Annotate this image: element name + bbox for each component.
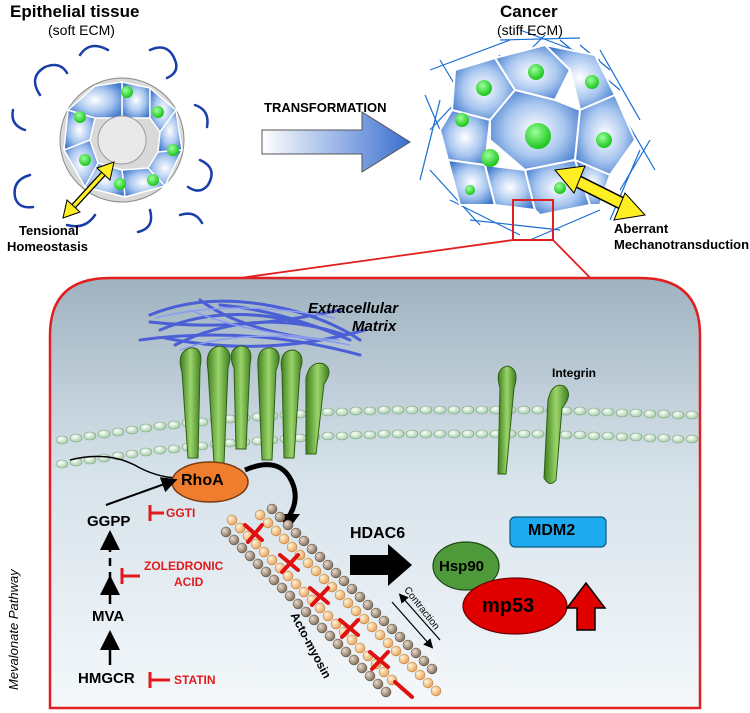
- mva-label: MVA: [92, 608, 125, 625]
- mp53-label: mp53: [482, 595, 535, 617]
- ecm-label-2: Matrix: [352, 318, 397, 335]
- hdac6-label: HDAC6: [350, 525, 406, 542]
- inhibitor-bars: [120, 505, 170, 688]
- cancer-subtitle: (stiff ECM): [497, 22, 563, 38]
- rhoa-curved-arrow: [244, 462, 298, 520]
- epithelial-nuclei: [74, 86, 179, 190]
- zoledronic-label-2: ACID: [174, 575, 204, 589]
- mdm2-box: [509, 516, 607, 548]
- zoom-line-left: [239, 239, 514, 279]
- zoom-panel: [48, 276, 702, 710]
- aberrant-label-2: Mechanotransduction: [614, 237, 750, 252]
- zoledronic-label-1: ZOLEDRONIC: [144, 559, 224, 573]
- ecm-label-1: Extracellular: [308, 300, 399, 317]
- zoom-box: [512, 199, 554, 241]
- rhoa-label: RhoA: [181, 472, 224, 489]
- soft-ecm-fibers: [11, 44, 213, 234]
- epithelial-subtitle: (soft ECM): [48, 22, 115, 38]
- tensional-label-2: Homeostasis: [7, 239, 88, 254]
- mdm2-label: MDM2: [528, 522, 576, 539]
- tensional-label-1: Tensional: [19, 223, 79, 238]
- hdac6-arrow: [350, 544, 412, 586]
- cancer-mass: [419, 29, 656, 241]
- integrins: [179, 345, 569, 484]
- integrin-label: Integrin: [552, 366, 596, 380]
- ecm-fibers-light: [154, 307, 351, 351]
- acto-myosin-filament: [220, 503, 442, 699]
- ggti-label: GGTI: [166, 506, 196, 520]
- mp53-oval: [462, 577, 568, 635]
- mevalonate-pathway-label: Mevalonate Pathway: [6, 569, 21, 690]
- hsp90-oval: [432, 541, 500, 591]
- hmgcr-label: HMGCR: [78, 670, 135, 687]
- myosin-heads: [243, 523, 414, 699]
- transformation-label: TRANSFORMATION: [264, 100, 387, 115]
- ggpp-label: GGPP: [87, 513, 131, 530]
- rhoa-anchor: [69, 455, 181, 479]
- transformation-arrow: [261, 111, 411, 173]
- epithelial-acinus: [11, 44, 213, 234]
- hsp90-label: Hsp90: [439, 558, 485, 575]
- aberrant-label-1: Aberrant: [614, 221, 669, 236]
- cancer-title: Cancer: [500, 2, 558, 21]
- mp53-up-arrow: [565, 581, 607, 631]
- epithelial-title: Epithelial tissue: [10, 2, 140, 21]
- statin-label: STATIN: [174, 673, 216, 687]
- cancer-nuclei: [455, 64, 612, 195]
